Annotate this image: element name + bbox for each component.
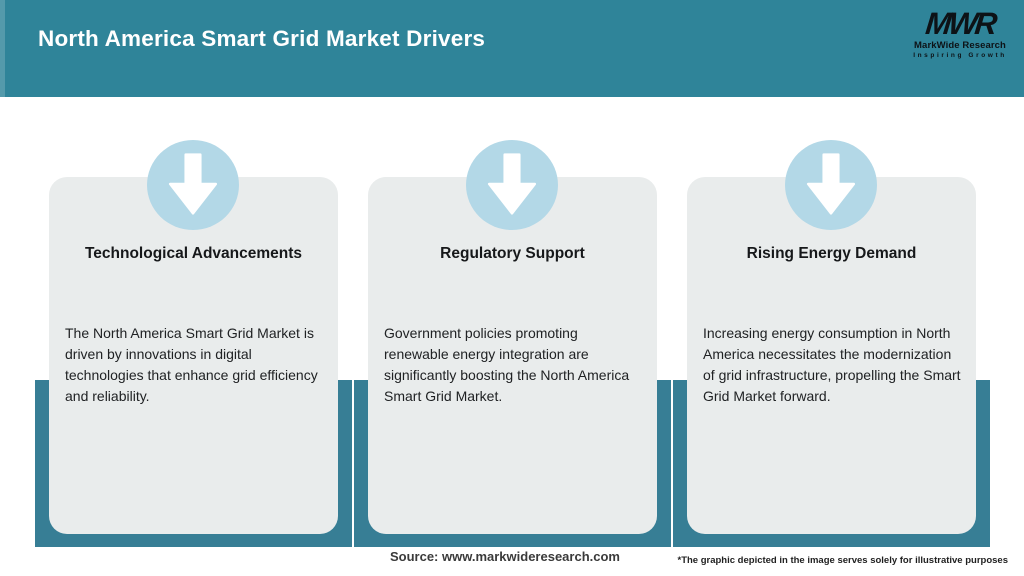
- driver-card-technological-advancements: Technological Advancements The North Ame…: [49, 177, 338, 534]
- card-description: The North America Smart Grid Market is d…: [65, 325, 318, 404]
- card-description: Government policies promoting renewable …: [384, 325, 630, 404]
- disclaimer-text: *The graphic depicted in the image serve…: [677, 555, 1009, 566]
- card-title: Regulatory Support: [440, 245, 585, 262]
- card-title: Rising Energy Demand: [746, 245, 917, 262]
- source-text: Source: www.markwideresearch.com: [389, 549, 620, 564]
- markwide-research-logo: MWR MarkWide Research Inspiring Growth: [910, 6, 1010, 59]
- down-arrow-icon: [147, 140, 239, 230]
- card-description: Increasing energy consumption in North A…: [703, 325, 961, 404]
- card-title: Technological Advancements: [84, 245, 303, 262]
- page-title: North America Smart Grid Market Drivers: [38, 26, 486, 51]
- logo-mark-icon: MWR: [923, 6, 997, 41]
- logo-company-name: MarkWide Research: [914, 40, 1006, 51]
- logo-tagline: Inspiring Growth: [913, 52, 1007, 59]
- driver-card-rising-energy-demand: Rising Energy Demand Increasing energy c…: [687, 177, 976, 534]
- down-arrow-icon: [466, 140, 558, 230]
- down-arrow-icon: [785, 140, 877, 230]
- driver-card-regulatory-support: Regulatory Support Government policies p…: [368, 177, 657, 534]
- header-bar: North America Smart Grid Market Drivers …: [0, 0, 1024, 97]
